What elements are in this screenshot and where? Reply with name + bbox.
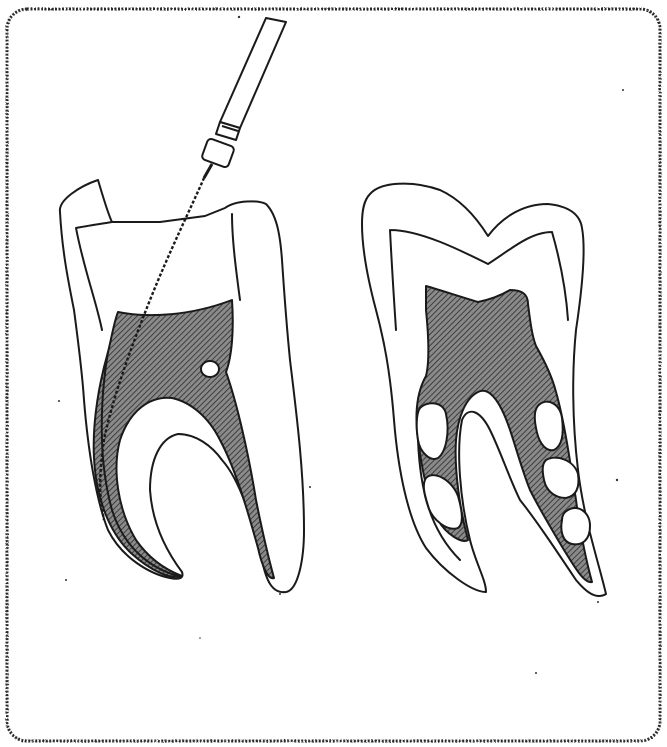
left-tooth [60, 180, 304, 592]
file-shaft-icon [204, 164, 212, 178]
left-pulp-stone [201, 361, 219, 377]
right-island-1 [417, 403, 448, 459]
file-stopper [201, 138, 235, 168]
right-tooth [362, 184, 606, 596]
right-island-5 [561, 508, 590, 544]
file-handle-icon [220, 18, 286, 128]
